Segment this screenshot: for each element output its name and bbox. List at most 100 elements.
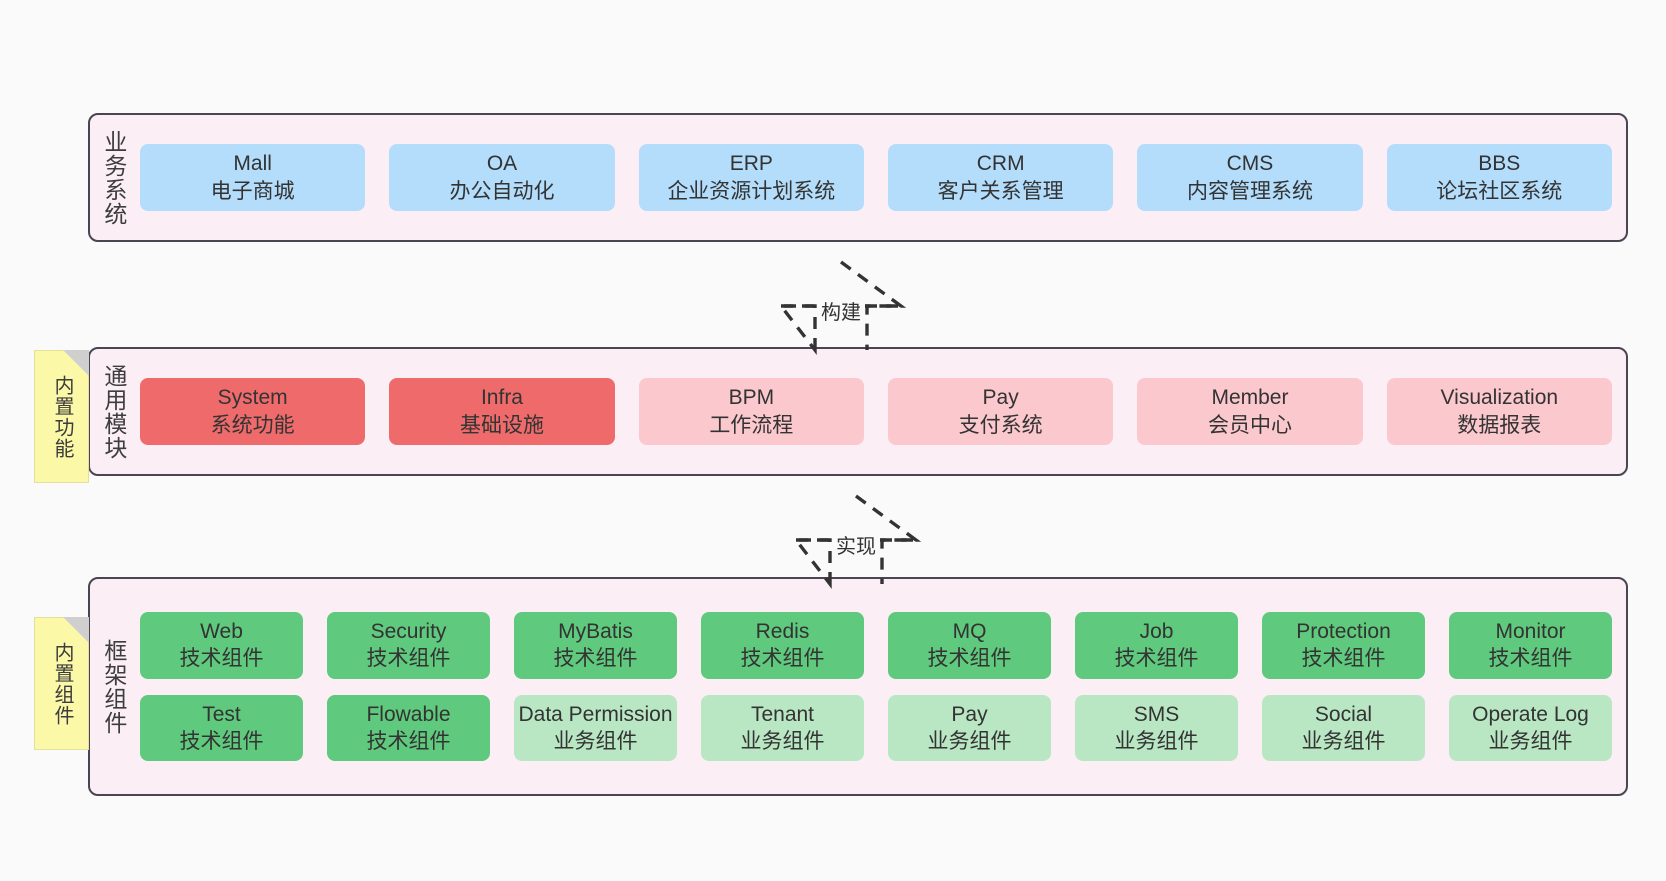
card-pay-module[interactable]: Pay 支付系统 [887,378,1114,445]
card-system[interactable]: System 系统功能 [140,378,366,445]
card-bpm[interactable]: BPM 工作流程 [638,378,864,445]
card-subtitle: 基础设施 [459,413,544,437]
card-title: Monitor [1495,619,1566,643]
card-title: MQ [952,619,987,643]
card-social[interactable]: Social 业务组件 [1262,694,1425,762]
card-subtitle: 技术组件 [366,647,451,671]
card-pay-component[interactable]: Pay 业务组件 [888,694,1051,762]
card-bbs[interactable]: BBS 论坛社区系统 [1386,144,1612,211]
card-subtitle: 工作流程 [709,413,794,437]
layer-body-common: System 系统功能 Infra 基础设施 BPM 工作流程 Pay 支付系统… [136,349,1626,474]
card-visualization[interactable]: Visualization 数据报表 [1386,378,1612,445]
tab-builtin-components[interactable]: 内置组件 [34,617,89,750]
card-test[interactable]: Test 技术组件 [140,694,303,762]
layer-framework-components: 框架组件 Web 技术组件 Security 技术组件 MyBatis 技术组件… [88,577,1628,796]
card-protection[interactable]: Protection 技术组件 [1262,611,1425,679]
card-subtitle: 技术组件 [179,729,264,753]
card-crm[interactable]: CRM 客户关系管理 [887,144,1114,211]
card-title: Infra [480,386,523,410]
layer-title-framework: 框架组件 [100,638,127,735]
card-operate-log[interactable]: Operate Log 业务组件 [1449,694,1612,762]
layer-body-business: Mall 电子商城 OA 办公自动化 ERP 企业资源计划系统 CRM 客户关系… [136,115,1626,240]
card-title: Visualization [1440,386,1559,410]
card-title: Job [1139,619,1174,643]
connector-build: 构建 [755,258,927,355]
card-subtitle: 业务组件 [740,729,825,753]
card-subtitle: 技术组件 [927,647,1012,671]
card-title: Test [202,702,241,726]
card-title: BBS [1478,152,1521,176]
card-web[interactable]: Web 技术组件 [140,611,303,679]
card-erp[interactable]: ERP 企业资源计划系统 [638,144,864,211]
card-mybatis[interactable]: MyBatis 技术组件 [514,611,677,679]
connector-realize: 实现 [770,492,942,589]
card-subtitle: 业务组件 [1488,729,1573,753]
card-title: ERP [729,152,773,176]
card-subtitle: 技术组件 [740,647,825,671]
card-mall[interactable]: Mall 电子商城 [140,144,366,211]
card-title: CRM [976,152,1025,176]
card-title: Pay [982,386,1019,410]
tab-label: 内置功能 [51,374,73,459]
card-title: Redis [755,619,810,643]
card-tenant[interactable]: Tenant 业务组件 [701,694,864,762]
card-title: SMS [1133,702,1180,726]
connector-label-realize: 实现 [833,536,879,558]
card-subtitle: 论坛社区系统 [1436,179,1563,203]
card-title: OA [486,152,518,176]
connector-label-build: 构建 [818,302,864,324]
card-subtitle: 业务组件 [553,729,638,753]
card-title: BPM [728,386,775,410]
card-infra[interactable]: Infra 基础设施 [389,378,615,445]
card-title: Flowable [366,702,451,726]
card-member[interactable]: Member 会员中心 [1137,378,1363,445]
card-job[interactable]: Job 技术组件 [1075,611,1238,679]
card-data-permission[interactable]: Data Permission 业务组件 [514,694,677,762]
card-subtitle: 业务组件 [1301,729,1386,753]
card-row: Test 技术组件 Flowable 技术组件 Data Permission … [140,694,1612,762]
card-subtitle: 技术组件 [1114,647,1199,671]
card-subtitle: 技术组件 [179,647,264,671]
card-subtitle: 技术组件 [553,647,638,671]
card-title: Tenant [750,702,815,726]
card-subtitle: 内容管理系统 [1186,179,1313,203]
card-oa[interactable]: OA 办公自动化 [389,144,615,211]
card-sms[interactable]: SMS 业务组件 [1075,694,1238,762]
card-subtitle: 技术组件 [366,729,451,753]
card-row: System 系统功能 Infra 基础设施 BPM 工作流程 Pay 支付系统… [140,378,1612,445]
card-subtitle: 业务组件 [927,729,1012,753]
card-title: System [217,386,288,410]
card-subtitle: 系统功能 [210,413,295,437]
card-subtitle: 业务组件 [1114,729,1199,753]
card-cms[interactable]: CMS 内容管理系统 [1137,144,1363,211]
card-subtitle: 企业资源计划系统 [667,179,836,203]
layer-title-business: 业务系统 [100,129,127,226]
card-subtitle: 会员中心 [1207,413,1292,437]
card-title: Pay [951,702,988,726]
tab-builtin-features[interactable]: 内置功能 [34,350,89,483]
layer-common-modules: 通用模块 System 系统功能 Infra 基础设施 BPM 工作流程 Pay… [88,347,1628,476]
card-monitor[interactable]: Monitor 技术组件 [1449,611,1612,679]
card-subtitle: 客户关系管理 [937,179,1064,203]
card-title: Member [1211,386,1289,410]
card-row: Web 技术组件 Security 技术组件 MyBatis 技术组件 Redi… [140,611,1612,679]
card-title: MyBatis [558,619,633,643]
layer-body-framework: Web 技术组件 Security 技术组件 MyBatis 技术组件 Redi… [136,579,1626,794]
card-subtitle: 办公自动化 [449,179,555,203]
card-subtitle: 数据报表 [1457,413,1542,437]
layer-title-common: 通用模块 [100,363,127,460]
card-subtitle: 技术组件 [1301,647,1386,671]
card-title: Mall [233,152,272,176]
card-subtitle: 技术组件 [1488,647,1573,671]
card-subtitle: 支付系统 [958,413,1043,437]
card-title: CMS [1226,152,1274,176]
card-flowable[interactable]: Flowable 技术组件 [327,694,490,762]
card-row: Mall 电子商城 OA 办公自动化 ERP 企业资源计划系统 CRM 客户关系… [140,144,1612,211]
card-mq[interactable]: MQ 技术组件 [888,611,1051,679]
card-title: Social [1314,702,1373,726]
card-title: Security [370,619,447,643]
card-redis[interactable]: Redis 技术组件 [701,611,864,679]
card-security[interactable]: Security 技术组件 [327,611,490,679]
card-subtitle: 电子商城 [210,179,295,203]
